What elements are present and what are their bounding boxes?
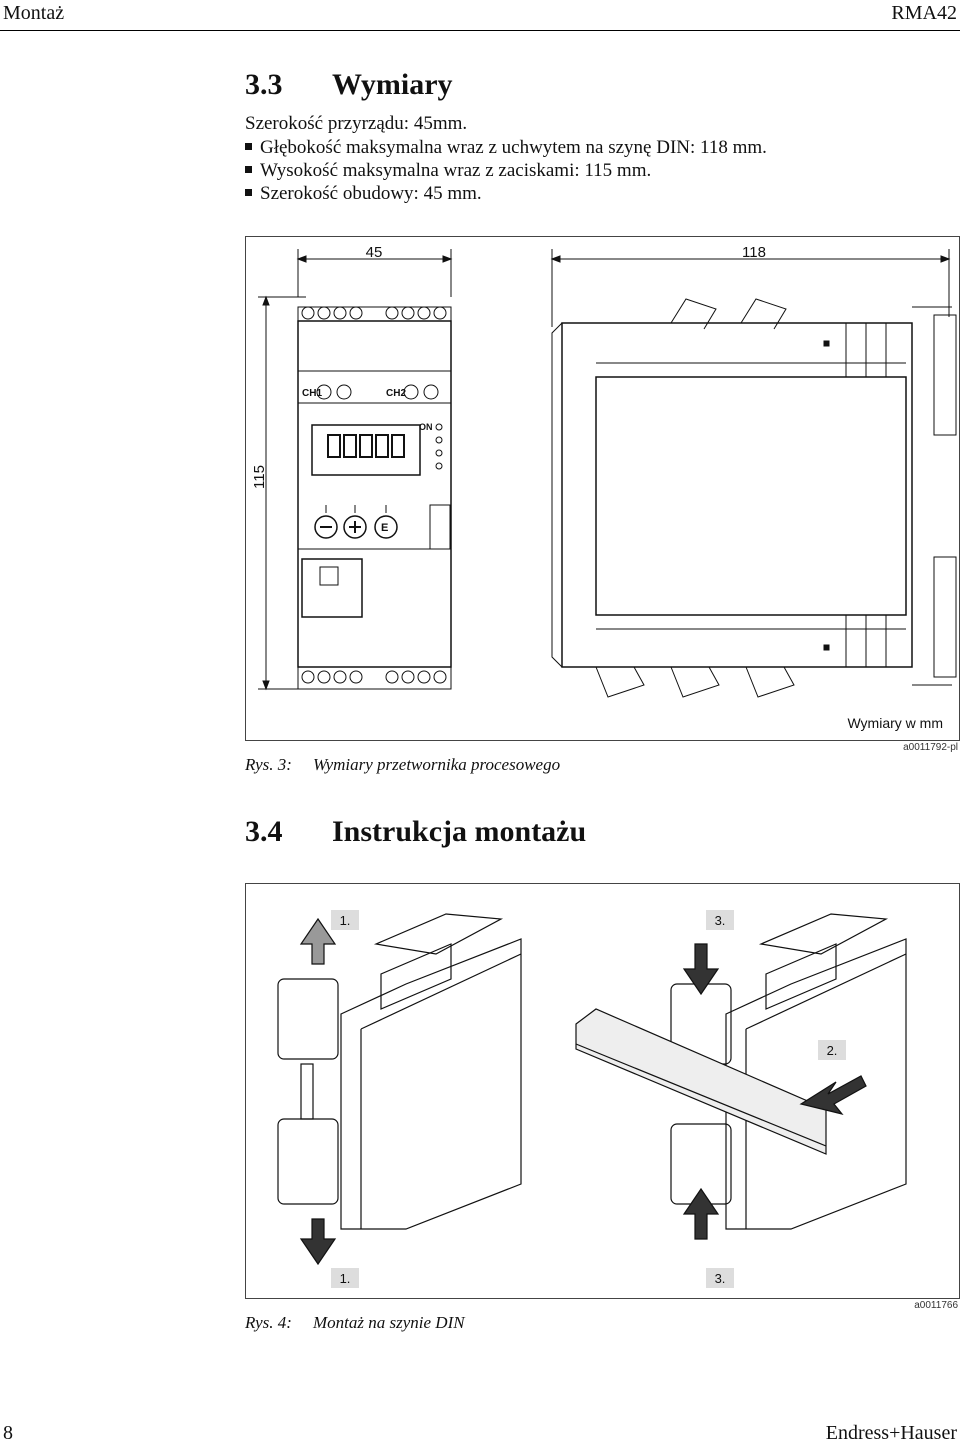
unit-note: Wymiary w mm: [847, 715, 943, 731]
header-rule: [0, 30, 960, 31]
figure-4-id: a0011766: [914, 1300, 958, 1311]
bullet-icon: [245, 143, 252, 151]
dimensions-drawing: 45 118 115 CH1 CH2 ON E Wymiary w mm: [251, 244, 957, 731]
list-item: Głębokość maksymalna wraz z uchwytem na …: [245, 136, 767, 159]
bullet-icon: [245, 189, 252, 197]
step-1-bottom: 1.: [340, 1271, 351, 1286]
figure-4-caption: Montaż na szynie DIN: [313, 1313, 465, 1332]
dimension-width: 45: [366, 244, 383, 261]
step-1-top: 1.: [340, 913, 351, 928]
list-item: Szerokość obudowy: 45 mm.: [245, 182, 767, 205]
bullet-icon: [245, 166, 252, 174]
intro-text: Szerokość przyrządu: 45mm.: [245, 113, 468, 134]
label-ch2: CH2: [386, 388, 406, 399]
dimension-height: 115: [251, 465, 268, 489]
header-section-title: Montaż: [3, 2, 65, 24]
figure-dimensions: 45 118 115 CH1 CH2 ON E Wymiary w mm: [245, 236, 960, 741]
figure-4-label: Rys. 4:: [245, 1313, 292, 1332]
footer-brand: Endress+Hauser: [825, 1422, 957, 1444]
figure-3-id: a0011792-pl: [903, 742, 958, 753]
svg-text:E: E: [381, 522, 388, 534]
header-product-name: RMA42: [891, 2, 957, 24]
figure-3-caption: Wymiary przetwornika procesowego: [313, 755, 561, 774]
page-number: 8: [3, 1422, 13, 1444]
step-3-bottom: 3.: [715, 1271, 726, 1286]
figure-mounting: 1. 1. 3. 3. 2.: [245, 883, 960, 1299]
label-ch1: CH1: [302, 388, 322, 399]
label-on: ON: [419, 422, 433, 432]
step-3-top: 3.: [715, 913, 726, 928]
figure-3-label: Rys. 3:: [245, 755, 292, 774]
step-2: 2.: [827, 1043, 838, 1058]
mounting-drawing: 1. 1. 3. 3. 2.: [277, 910, 907, 1288]
list-item: Wysokość maksymalna wraz z zaciskami: 11…: [245, 159, 767, 182]
dimension-depth: 118: [742, 244, 766, 261]
dimension-list: Głębokość maksymalna wraz z uchwytem na …: [245, 136, 767, 205]
